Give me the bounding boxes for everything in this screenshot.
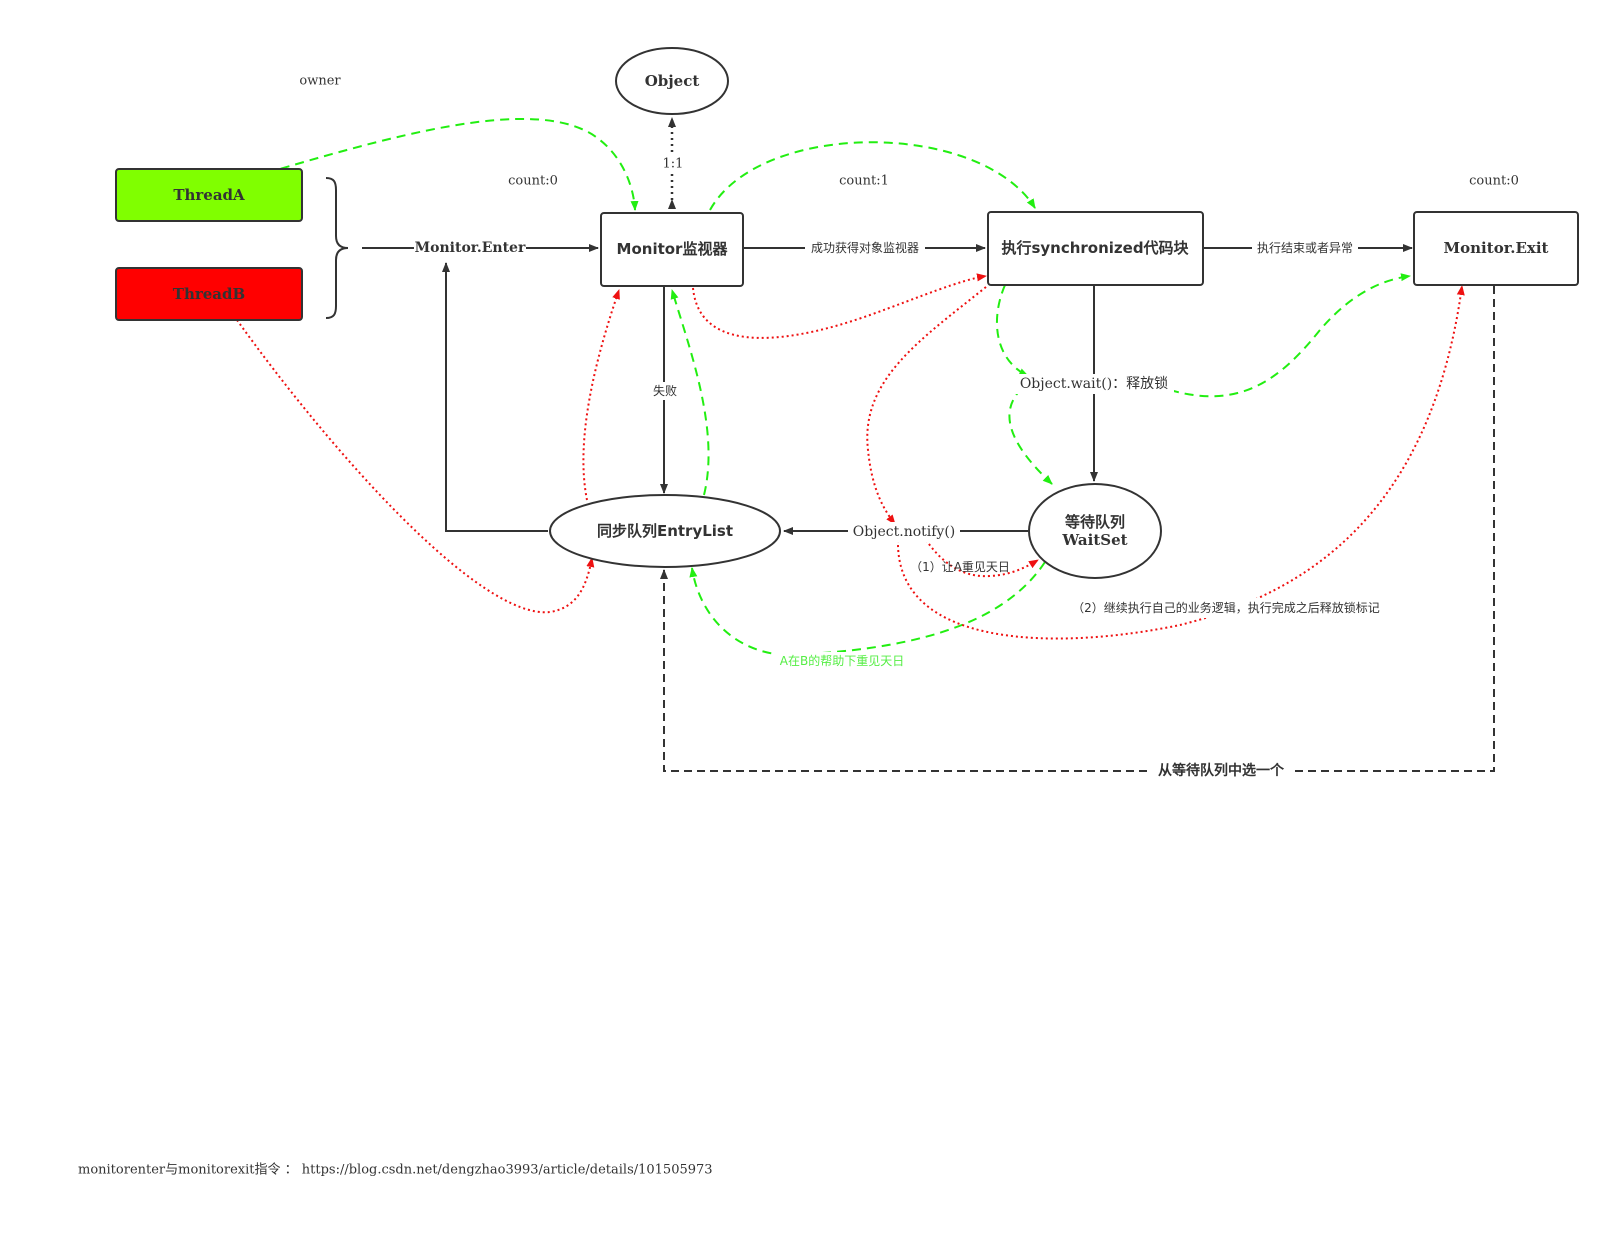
pick-one-edge [660, 286, 1495, 772]
count-0-right-label: count:0 [1469, 174, 1519, 189]
red-sync-to-notify [866, 286, 987, 525]
thread-b-node: ThreadB [115, 267, 303, 321]
finish-label: 执行结束或者异常 [1257, 241, 1353, 255]
red-threadb-to-entrylist [236, 319, 595, 614]
entry-list-label: 同步队列EntryList [597, 522, 733, 540]
thread-a-label: ThreadA [173, 186, 245, 204]
entrylist-retry-edge [442, 262, 548, 532]
red-notify-to-exit [896, 285, 1465, 640]
monitor-exit-node: Monitor.Exit [1413, 211, 1579, 286]
monitor-enter-label: Monitor.Enter [415, 240, 526, 256]
fail-label: 失败 [653, 383, 677, 398]
green-entrylist-to-monitor [670, 289, 710, 496]
object-notify-label: Object.notify() [853, 524, 956, 540]
green-waitset-to-entrylist [689, 561, 1046, 657]
count-1-label: count:1 [839, 174, 889, 189]
owner-label: owner [299, 74, 341, 89]
object-node: Object [615, 47, 729, 115]
a-revived-label: A在B的帮助下重见天日 [780, 653, 904, 668]
wait-set-label-line1: 等待队列 [1065, 513, 1125, 531]
pick-one-label: 从等待队列中选一个 [1158, 762, 1285, 779]
sync-block-label: 执行synchronized代码块 [1001, 239, 1189, 257]
sync-block-node: 执行synchronized代码块 [987, 211, 1204, 286]
footer-reference: monitorenter与monitorexit指令 ： https://blo… [78, 1163, 713, 1178]
step1-label: （1）让A重见天日 [910, 560, 1010, 574]
green-monitor-to-sync [709, 141, 1036, 211]
monitor-exit-label: Monitor.Exit [1444, 239, 1549, 257]
step2-label: （2）继续执行自己的业务逻辑，执行完成之后释放锁标记 [1072, 600, 1380, 615]
wait-set-node: 等待队列 WaitSet [1028, 483, 1162, 579]
thread-a-node: ThreadA [115, 168, 303, 222]
object-label: Object [645, 72, 700, 90]
monitor-label: Monitor监视器 [617, 240, 729, 258]
thread-b-label: ThreadB [173, 285, 245, 303]
object-wait-label: Object.wait()：释放锁 [1020, 376, 1168, 392]
entry-list-node: 同步队列EntryList [549, 494, 781, 568]
red-entrylist-to-monitor [582, 289, 620, 501]
monitor-node: Monitor监视器 [600, 212, 744, 287]
count-0-left-label: count:0 [508, 174, 558, 189]
one-to-one-label: 1:1 [663, 157, 684, 172]
green-wait-to-waitset [1008, 387, 1053, 485]
success-label: 成功获得对象监视器 [811, 240, 919, 255]
red-notify-to-waitset [925, 539, 1039, 578]
green-threada-to-monitor [251, 117, 639, 211]
green-sync-to-wait [995, 284, 1029, 377]
red-monitor-to-sync [692, 273, 987, 339]
thread-brace [325, 177, 349, 319]
green-wait-to-exit [1169, 273, 1411, 398]
wait-set-label-line2: WaitSet [1061, 531, 1127, 549]
